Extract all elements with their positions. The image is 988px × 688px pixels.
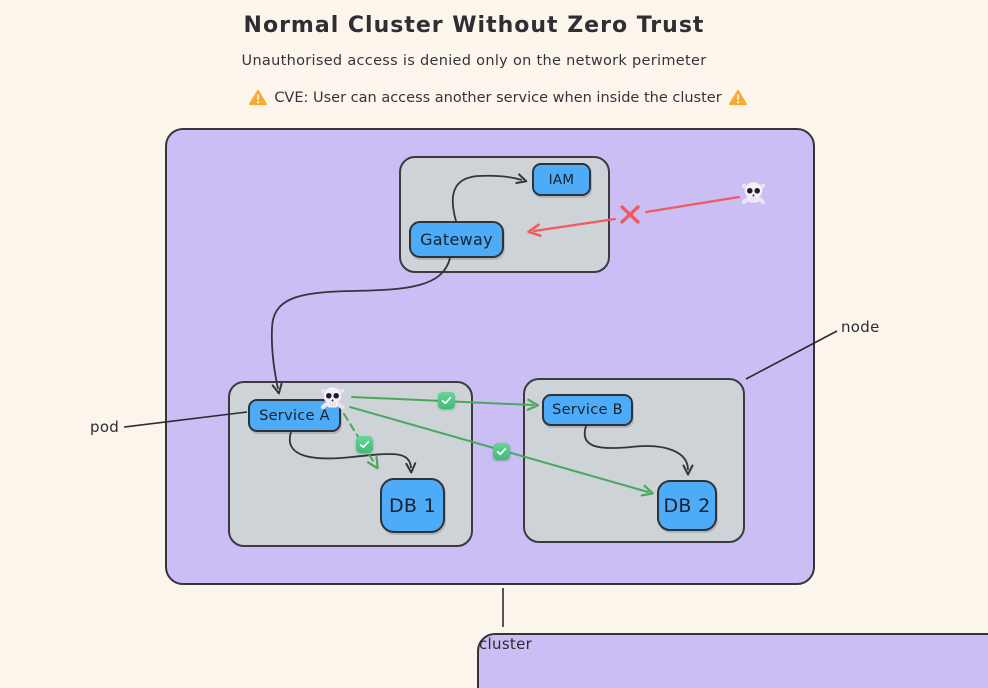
header: Normal Cluster Without Zero Trust Unauth… <box>0 0 948 106</box>
service-a-label: Service A <box>259 407 330 424</box>
gateway-box: Gateway <box>409 221 504 258</box>
iam-box: IAM <box>532 163 591 196</box>
compromised-service-skull-icon <box>320 386 345 410</box>
db2-label: DB 2 <box>663 494 711 517</box>
attacker-skull-icon <box>741 181 766 205</box>
warning-triangle-icon <box>728 89 747 106</box>
page-title: Normal Cluster Without Zero Trust <box>243 13 705 38</box>
node-label: node <box>841 318 880 336</box>
cluster-label: cluster <box>477 633 988 688</box>
warning-triangle-icon <box>249 89 268 106</box>
cve-warning-row: CVE: User can access another service whe… <box>24 89 972 106</box>
db1-box: DB 1 <box>380 478 445 533</box>
db1-label: DB 1 <box>389 494 436 517</box>
service-b-box: Service B <box>542 394 633 426</box>
check-badge-icon <box>438 392 455 409</box>
service-a-box: Service A <box>248 399 341 432</box>
iam-label: IAM <box>548 171 575 188</box>
subtitle: Unauthorised access is denied only on th… <box>241 53 707 69</box>
cve-warning-text: CVE: User can access another service whe… <box>274 89 722 106</box>
db2-box: DB 2 <box>657 480 717 531</box>
check-badge-icon <box>356 436 373 453</box>
pod-label: pod <box>90 418 120 436</box>
check-badge-icon <box>493 443 510 460</box>
gateway-label: Gateway <box>420 230 493 249</box>
service-b-label: Service B <box>552 402 623 418</box>
